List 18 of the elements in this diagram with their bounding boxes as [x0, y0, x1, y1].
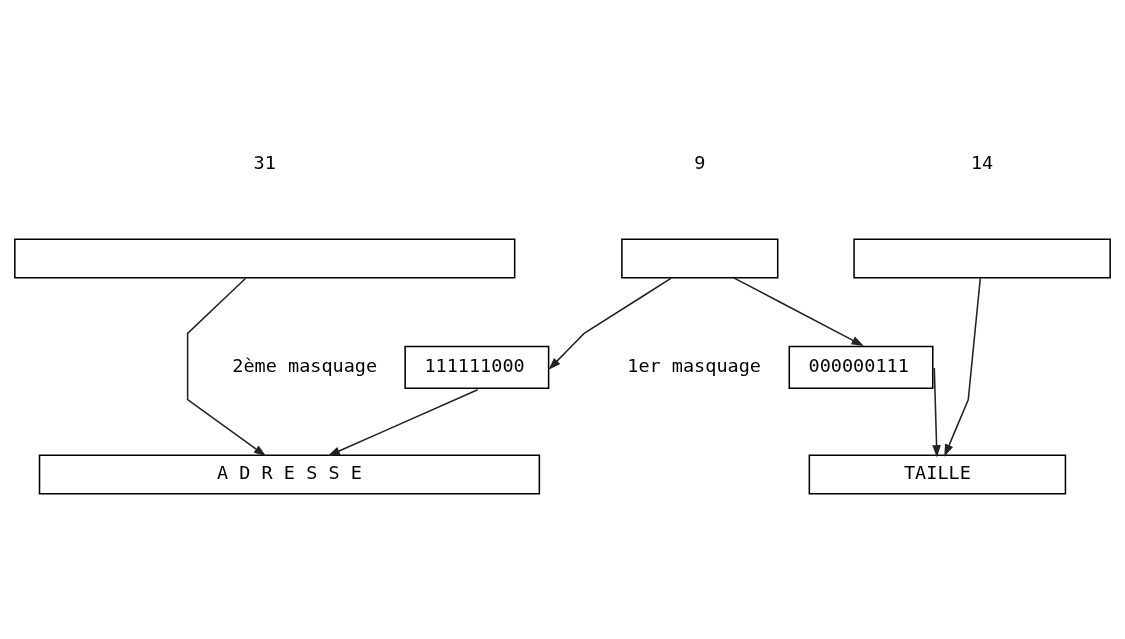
node-label: 1er masquage — [627, 355, 761, 377]
node-box: A D R E S S E — [38, 454, 541, 495]
arrow — [733, 277, 864, 347]
node-box: 000000111 — [788, 345, 934, 389]
label: 31 — [253, 152, 276, 174]
arrow — [186, 277, 267, 457]
node-box: 111111000 — [404, 345, 550, 389]
node-box — [14, 238, 516, 279]
node-box — [621, 238, 779, 279]
node-label: 2ème masquage — [232, 355, 378, 377]
arrow — [327, 388, 479, 457]
arrow — [548, 277, 672, 370]
label: 9 — [694, 152, 706, 174]
arrow — [932, 367, 941, 458]
node-box — [853, 238, 1111, 279]
node-box: TAILLE — [808, 454, 1067, 495]
label: 14 — [970, 152, 994, 174]
arrow — [944, 277, 982, 457]
